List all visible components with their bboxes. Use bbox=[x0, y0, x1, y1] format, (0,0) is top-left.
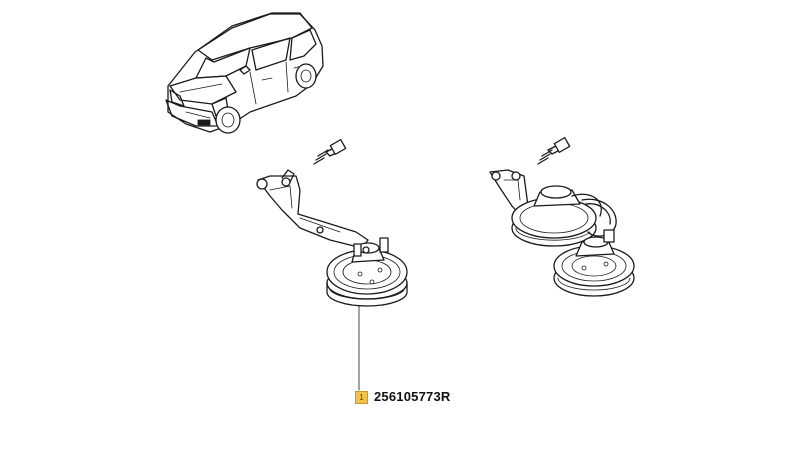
part-number-label[interactable]: 256105773R bbox=[374, 389, 451, 404]
vehicle-icon bbox=[165, 12, 324, 134]
bolt-icon bbox=[313, 139, 347, 165]
bolt-icon bbox=[537, 137, 571, 165]
horn-icon bbox=[256, 139, 408, 391]
dual-horn-icon bbox=[489, 137, 635, 297]
callout-badge[interactable]: 1 bbox=[355, 391, 368, 404]
